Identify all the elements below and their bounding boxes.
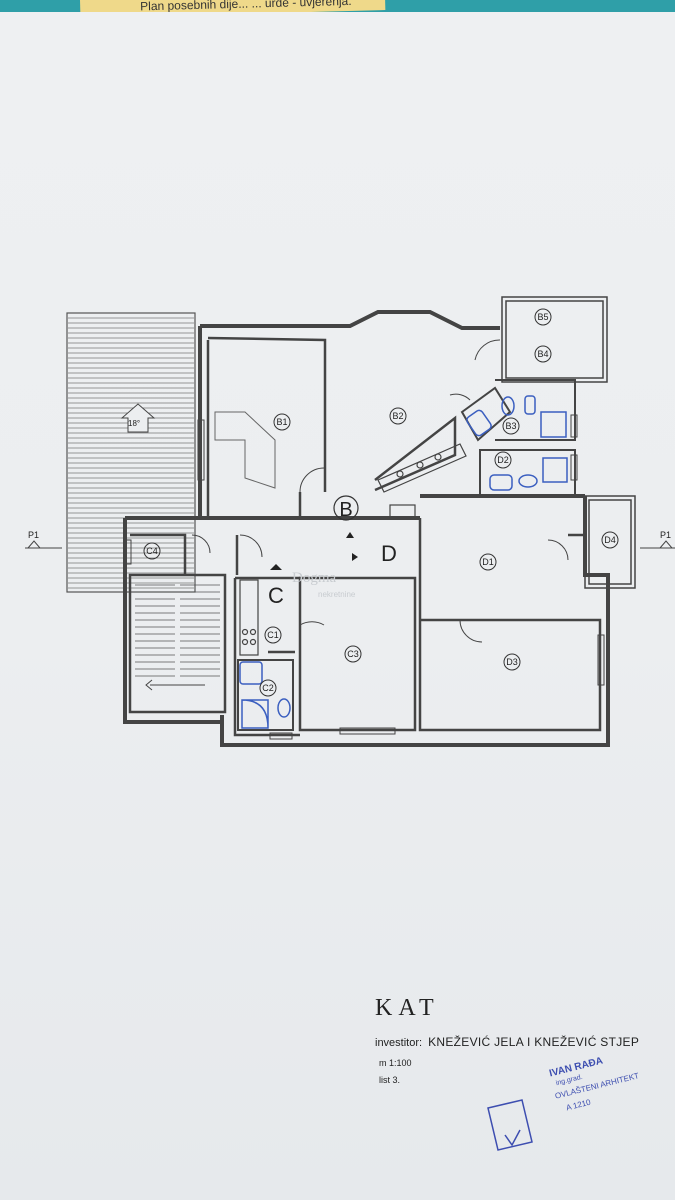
room-label: C2	[262, 683, 274, 693]
room-label: C3	[347, 649, 359, 659]
stamp-role: OVLAŠTENI ARHITEKT	[554, 1071, 640, 1101]
title-block: KAT investitor: KNEŽEVIĆ JELA I KNEŽEVIĆ …	[375, 995, 639, 1085]
entrance-arrow-icon	[346, 532, 354, 538]
section-label-right: P1	[660, 530, 671, 540]
section-marker-right: P1	[640, 530, 675, 549]
watermark-logo: Dogma	[292, 570, 337, 586]
room-d3: D3	[503, 653, 521, 671]
balconies	[501, 296, 636, 589]
shower-icon	[241, 699, 269, 729]
apartment-labels: B C D	[268, 495, 397, 608]
room-labels: B1 B2 B3 B4 B5 C1 C2 C3 C4 D1 D2 D3 D4	[143, 308, 619, 697]
room-c3: C3	[344, 645, 362, 663]
stamp-frame	[487, 1099, 533, 1151]
sheet-number: list 3.	[379, 1075, 401, 1085]
room-label: B1	[276, 417, 287, 427]
apartment-d-label: D	[381, 541, 397, 566]
room-b4: B4	[534, 345, 552, 363]
bathrooms	[237, 379, 576, 731]
sink-icon	[524, 395, 536, 415]
room-d2: D2	[494, 451, 512, 469]
toilet-icon	[277, 698, 291, 718]
scale-label: m 1:100	[379, 1058, 412, 1068]
fireplace	[214, 411, 276, 489]
room-label: B4	[537, 349, 548, 359]
room-c1: C1	[264, 626, 282, 644]
paper-sheet	[0, 12, 675, 1200]
room-c4: C4	[143, 542, 161, 560]
section-label-left: P1	[28, 530, 39, 540]
sink-icon	[489, 474, 513, 491]
slope-arrow-icon	[120, 403, 156, 433]
investor-names: KNEŽEVIĆ JELA I KNEŽEVIĆ STJEP	[428, 1035, 640, 1049]
apartment-c-label: C	[268, 583, 284, 608]
entrance-arrow-icon	[270, 564, 282, 570]
room-d4: D4	[601, 531, 619, 549]
room-label: C4	[146, 546, 158, 556]
room-b1: B1	[273, 413, 291, 431]
toilet-icon	[518, 474, 538, 488]
room-label: D4	[604, 535, 616, 545]
room-label: D2	[497, 455, 509, 465]
section-triangle-icon	[658, 540, 674, 549]
room-c2: C2	[259, 679, 277, 697]
room-label: B2	[392, 411, 403, 421]
room-label: C1	[267, 630, 279, 640]
room-b5: B5	[534, 308, 552, 326]
roof-slope-label: 18°	[128, 419, 140, 428]
room-label: B3	[505, 421, 516, 431]
room-label: B5	[537, 312, 548, 322]
shower-icon	[540, 411, 567, 438]
stair-arrowhead-icon	[145, 679, 153, 691]
bathtub-icon	[466, 409, 492, 437]
apartment-b-label: B	[339, 499, 352, 521]
shower-icon	[542, 457, 568, 483]
sink-icon	[239, 661, 263, 685]
toilet-icon	[501, 396, 515, 416]
room-label: D3	[506, 657, 518, 667]
kitchen-counters	[239, 443, 467, 656]
stamp-number: A 1210	[565, 1097, 592, 1113]
roof-terrace: 18°	[66, 312, 196, 593]
doors	[191, 339, 569, 643]
staircase	[135, 584, 220, 677]
exterior-walls	[123, 310, 610, 747]
section-triangle-icon	[26, 540, 42, 549]
room-d1: D1	[479, 553, 497, 571]
investor-line: investitor: KNEŽEVIĆ JELA I KNEŽEVIĆ STJE…	[375, 1035, 639, 1049]
room-b2: B2	[389, 407, 407, 425]
entrance-arrow-icon	[352, 553, 358, 561]
watermark-subtitle: nekretnine	[318, 590, 356, 599]
section-marker-left: P1	[25, 530, 62, 549]
investor-label: investitor:	[375, 1037, 423, 1049]
floor-title: KAT	[375, 995, 440, 1021]
room-label: D1	[482, 557, 494, 567]
room-b3: B3	[502, 417, 520, 435]
windows	[124, 414, 605, 740]
sanitary-fixtures	[239, 395, 568, 729]
